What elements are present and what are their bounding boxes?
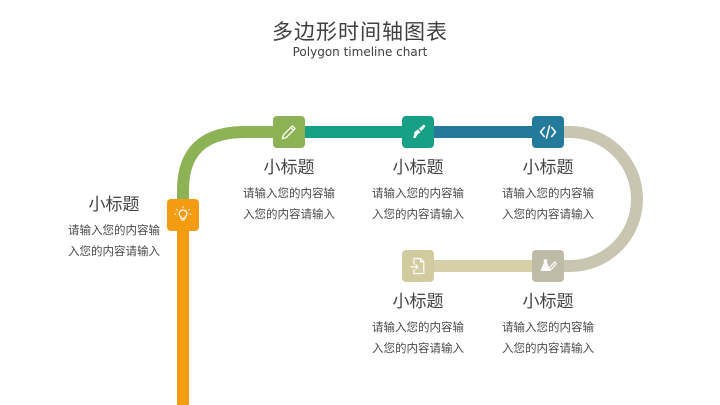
block-line-2: 入您的内容请输入 [502, 341, 594, 355]
timeline-block-1: 小标题 请输入您的内容输 入您的内容请输入 [59, 194, 169, 262]
block-line-2: 入您的内容请输入 [243, 207, 335, 221]
block-line-1: 请输入您的内容输 [502, 320, 594, 334]
block-line-1: 请输入您的内容输 [372, 186, 464, 200]
timeline-block-3: 小标题 请输入您的内容输 入您的内容请输入 [363, 157, 473, 225]
block-line-2: 入您的内容请输入 [372, 207, 464, 221]
block-heading: 小标题 [522, 158, 574, 178]
code-icon [539, 125, 557, 139]
timeline-node-3[interactable] [402, 116, 434, 148]
timeline-node-5[interactable] [532, 250, 564, 282]
chart-subtitle: Polygon timeline chart [292, 45, 428, 59]
pencil-icon [281, 125, 296, 140]
timeline-block-2: 小标题 请输入您的内容输 入您的内容请输入 [234, 157, 344, 225]
block-line-2: 入您的内容请输入 [502, 207, 594, 221]
timeline-block-4: 小标题 请输入您的内容输 入您的内容请输入 [493, 157, 603, 225]
timeline-block-6: 小标题 请输入您的内容输 入您的内容请输入 [363, 291, 473, 359]
timeline-node-6[interactable] [402, 250, 434, 282]
timeline-node-4[interactable] [532, 116, 564, 148]
block-heading: 小标题 [392, 292, 444, 312]
lightbulb-icon [174, 206, 192, 221]
block-line-2: 入您的内容请输入 [68, 244, 160, 258]
flask-pen-icon [540, 259, 558, 272]
block-heading: 小标题 [392, 158, 444, 178]
file-import-icon [410, 257, 425, 275]
block-line-1: 请输入您的内容输 [243, 186, 335, 200]
block-line-1: 请输入您的内容输 [68, 223, 160, 237]
timeline-block-5: 小标题 请输入您的内容输 入您的内容请输入 [493, 291, 603, 359]
block-heading: 小标题 [263, 158, 315, 178]
block-line-1: 请输入您的内容输 [372, 320, 464, 334]
block-heading: 小标题 [88, 195, 140, 215]
block-heading: 小标题 [522, 292, 574, 312]
block-line-2: 入您的内容请输入 [372, 341, 464, 355]
block-line-1: 请输入您的内容输 [502, 186, 594, 200]
paint-brush-icon [413, 124, 426, 139]
chart-title: 多边形时间轴图表 [272, 20, 448, 44]
timeline-node-2[interactable] [273, 116, 305, 148]
timeline-node-1[interactable] [167, 199, 199, 231]
